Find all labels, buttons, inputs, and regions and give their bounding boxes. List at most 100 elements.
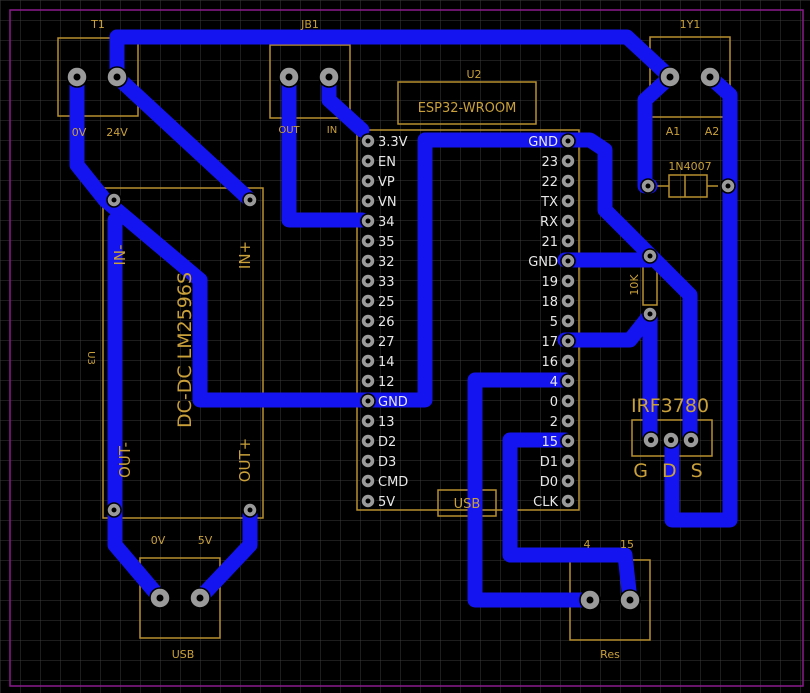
esp32-right-pin: 23 (541, 153, 576, 170)
esp32-right-pin-label: 15 (541, 435, 558, 450)
resistor-pin-2 (642, 306, 658, 322)
t1-outline (57, 37, 139, 117)
u2-name: ESP32-WROOM (418, 101, 517, 116)
board-outline (9, 9, 804, 687)
esp32-left-pin: 25 (360, 293, 395, 310)
esp32-right-pin-label: TX (540, 195, 558, 210)
u3-in-plus-label: IN+ (236, 241, 254, 269)
t1-pin-left-label: 0V (72, 126, 87, 139)
t1-ref: T1 (90, 18, 105, 31)
usb-pin-left-label: 0V (151, 534, 166, 547)
y1-pin-left-label: A1 (666, 125, 681, 138)
u3-pin-out-minus (106, 502, 122, 518)
esp32-left-pin: 26 (360, 313, 395, 330)
u3-out-plus-label: OUT+ (236, 438, 254, 483)
esp32-right-pin-label: GND (528, 135, 558, 150)
u3-in-minus-label: IN- (111, 244, 129, 265)
esp32-left-pin-label: 25 (378, 295, 395, 310)
esp32-left-pin-label: D2 (378, 435, 396, 450)
esp32-left-pin-label: VP (378, 175, 395, 190)
u3-outline (102, 187, 264, 519)
jb1-outline (269, 44, 351, 119)
y1-pin-a1 (659, 66, 681, 88)
esp32-left-pin: 12 (360, 373, 395, 390)
esp32-left-pin-label: 13 (378, 415, 395, 430)
esp32-left-pin-label: 26 (378, 315, 395, 330)
res-ref: Res (600, 648, 620, 661)
esp32-right-pin-label: D0 (540, 475, 558, 490)
esp32-right-pin: 16 (541, 353, 576, 370)
esp32-right-pin-label: 23 (541, 155, 558, 170)
esp32-right-pin: 2 (550, 413, 576, 430)
trace-a2-mosfet (664, 69, 738, 528)
esp32-left-pin-label: EN (378, 155, 396, 170)
trace-jb1-34 (281, 69, 370, 228)
esp32-left-pin: D3 (360, 453, 396, 470)
esp32-left-pin: 32 (360, 253, 395, 270)
esp32-right-pin: 15 (541, 433, 576, 450)
res-pin-15 (619, 589, 641, 611)
esp32-left-pin: 34 (360, 213, 395, 230)
esp32-left-pin-label: GND (378, 395, 408, 410)
u3-pin-in-minus (106, 192, 122, 208)
esp32-right-pin: TX (540, 193, 576, 210)
jb1-pin-left-label: OUT (278, 125, 300, 136)
esp32-left-pin-label: 32 (378, 255, 395, 270)
esp32-right-pin: RX (540, 213, 576, 230)
esp32-left-pins: 3.3VENVPVN343532332526271412GND13D2D3CMD… (360, 133, 408, 510)
esp32-left-pin-label: D3 (378, 455, 396, 470)
esp32-right-pin-label: 2 (550, 415, 558, 430)
esp32-left-pin: 35 (360, 233, 395, 250)
usb-ref: USB (172, 648, 195, 661)
res-pin-4 (579, 589, 601, 611)
mosfet-pin-s (682, 431, 700, 449)
u3-pin-out-plus (242, 502, 258, 518)
y1-pin-a2 (699, 66, 721, 88)
esp32-right-pin-label: 17 (541, 335, 558, 350)
label-layer: T1 0V 24V JB1 OUT IN U2 ESP32-WROOM 1Y1 … (72, 18, 720, 661)
esp32-right-pin: GND (528, 133, 576, 150)
jb1-pin-in (318, 66, 340, 88)
esp32-left-pin: EN (360, 153, 396, 170)
trace-4-res (467, 372, 598, 608)
esp32-left-pin-label: 35 (378, 235, 395, 250)
esp32-right-pin-label: 18 (541, 295, 558, 310)
diode-pin-a (640, 178, 656, 194)
esp32-right-pin: 22 (541, 173, 576, 190)
resistor-label: 10K (628, 274, 641, 296)
diode-label: 1N4007 (668, 160, 711, 173)
mosfet-label: IRF3780 (631, 395, 709, 417)
esp32-right-pin-label: D1 (540, 455, 558, 470)
u3-out-minus-label: OUT- (116, 442, 134, 478)
mosfet-pins-label: G D S (633, 460, 707, 482)
jb1-pin-out (278, 66, 300, 88)
esp32-left-pin-label: 14 (378, 355, 395, 370)
u3-name: DC-DC LM2596S (174, 272, 196, 428)
esp32-left-pin: VP (360, 173, 395, 190)
mosfet-pin-d (662, 431, 680, 449)
u3-pin-in-plus (242, 192, 258, 208)
esp32-right-pin-label: CLK (533, 495, 558, 510)
u3-ref: U3 (85, 351, 96, 365)
esp32-left-pin: 5V (360, 493, 395, 510)
esp32-right-pin-label: 19 (541, 275, 558, 290)
trace-out-plus (192, 507, 258, 606)
esp32-left-pin-label: 12 (378, 375, 395, 390)
esp32-right-pin-label: RX (540, 215, 558, 230)
trace-24v-top (109, 29, 678, 85)
esp32-right-pin-label: 5 (550, 315, 558, 330)
usb-pin-5v (189, 587, 211, 609)
esp32-right-pin-label: 4 (550, 375, 558, 390)
esp32-left-pin-label: 33 (378, 275, 395, 290)
esp32-right-pin: 0 (550, 393, 576, 410)
esp32-right-pin: D1 (540, 453, 576, 470)
esp32-left-pin: GND (360, 393, 408, 410)
mosfet-pin-g (642, 431, 660, 449)
esp32-left-pin: VN (360, 193, 397, 210)
res-pin-right-label: 15 (620, 538, 634, 551)
pad-layer (66, 66, 736, 611)
esp32-right-pin: 21 (541, 233, 576, 250)
y1-ref: 1Y1 (680, 18, 701, 31)
trace-15-res (502, 432, 638, 608)
